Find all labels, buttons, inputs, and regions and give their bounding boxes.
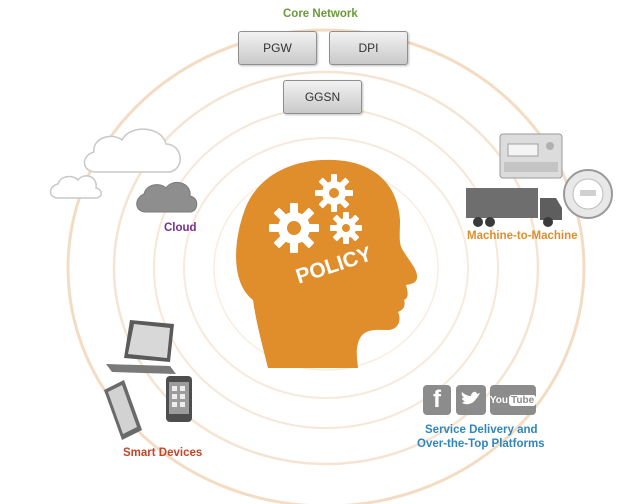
- gear-icon-large: [269, 203, 319, 253]
- ring-4: [112, 70, 540, 466]
- cloud-label: Cloud: [164, 222, 197, 234]
- facebook-icon: f: [423, 385, 451, 415]
- m2m-label: Machine-to-Machine: [467, 230, 578, 242]
- cloud-icon-large: [83, 128, 181, 173]
- smart-devices-label: Smart Devices: [123, 447, 203, 459]
- ring-2: [183, 137, 469, 399]
- pgw-node: PGW: [238, 31, 317, 65]
- youtube-tube: Tube: [509, 394, 537, 406]
- cloud-icon-small: [49, 175, 102, 199]
- facebook-glyph: f: [433, 386, 441, 413]
- ggsn-node: GGSN: [283, 80, 362, 114]
- truck-icon: [466, 188, 562, 227]
- smart-meter-icon: [563, 169, 613, 219]
- services-label-line1: Service Delivery and: [425, 424, 538, 436]
- gear-icon-top: [315, 174, 353, 212]
- services-label-line2: Over-the-Top Platforms: [417, 438, 545, 450]
- twitter-bird-icon: [461, 391, 480, 405]
- meter-box-icon: [499, 133, 563, 179]
- cloud-icon-dark: [136, 181, 198, 213]
- smartphone-icon: [166, 376, 192, 422]
- youtube-you: You: [489, 394, 508, 406]
- core-network-title: Core Network: [283, 8, 358, 20]
- twitter-icon: [456, 385, 486, 415]
- laptop-icon: [106, 320, 176, 374]
- ring-outer: [66, 28, 586, 504]
- youtube-icon: You Tube: [489, 385, 537, 415]
- dpi-node: DPI: [329, 31, 408, 65]
- mobile-phone-icon: [104, 380, 142, 440]
- gear-icon-small: [330, 212, 362, 244]
